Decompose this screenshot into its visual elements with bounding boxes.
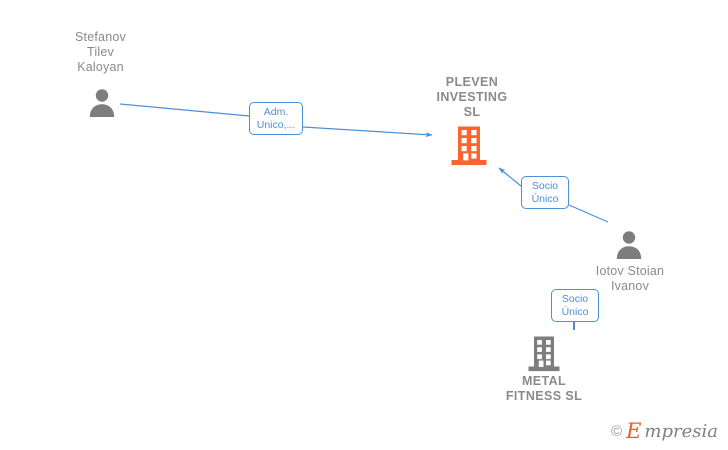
watermark-brand-initial: E <box>626 419 642 443</box>
edge-line-chip-to-pleven <box>302 126 433 138</box>
building-icon-pleven[interactable] <box>450 126 488 166</box>
watermark-brand-rest: mpresia <box>644 421 718 442</box>
edge-line-iotov-to-chip-upper <box>568 204 609 223</box>
node-label-metal: METAL FITNESS SL <box>505 374 583 403</box>
relation-chip-adm-unico[interactable]: Adm. Unico,... <box>249 102 303 135</box>
edge-line-chip-to-pleven-socio <box>498 167 522 187</box>
relation-chip-socio-unico-metal[interactable]: Socio Único <box>551 289 599 322</box>
empresia-watermark: © E mpresia <box>611 419 718 443</box>
node-label-stefanov: Stefanov Tilev Kaloyan <box>75 30 126 74</box>
node-label-iotov: Iotov Stoian Ivanov <box>595 264 665 293</box>
person-icon-iotov[interactable] <box>613 228 645 260</box>
copyright-icon: © <box>611 423 623 440</box>
building-icon-metal[interactable] <box>527 336 561 372</box>
relation-chip-socio-unico-pleven[interactable]: Socio Único <box>521 176 569 209</box>
edge-line-stefanov-to-chip <box>119 103 250 117</box>
node-label-pleven: PLEVEN INVESTING SL <box>436 75 508 119</box>
person-icon[interactable] <box>86 86 118 118</box>
